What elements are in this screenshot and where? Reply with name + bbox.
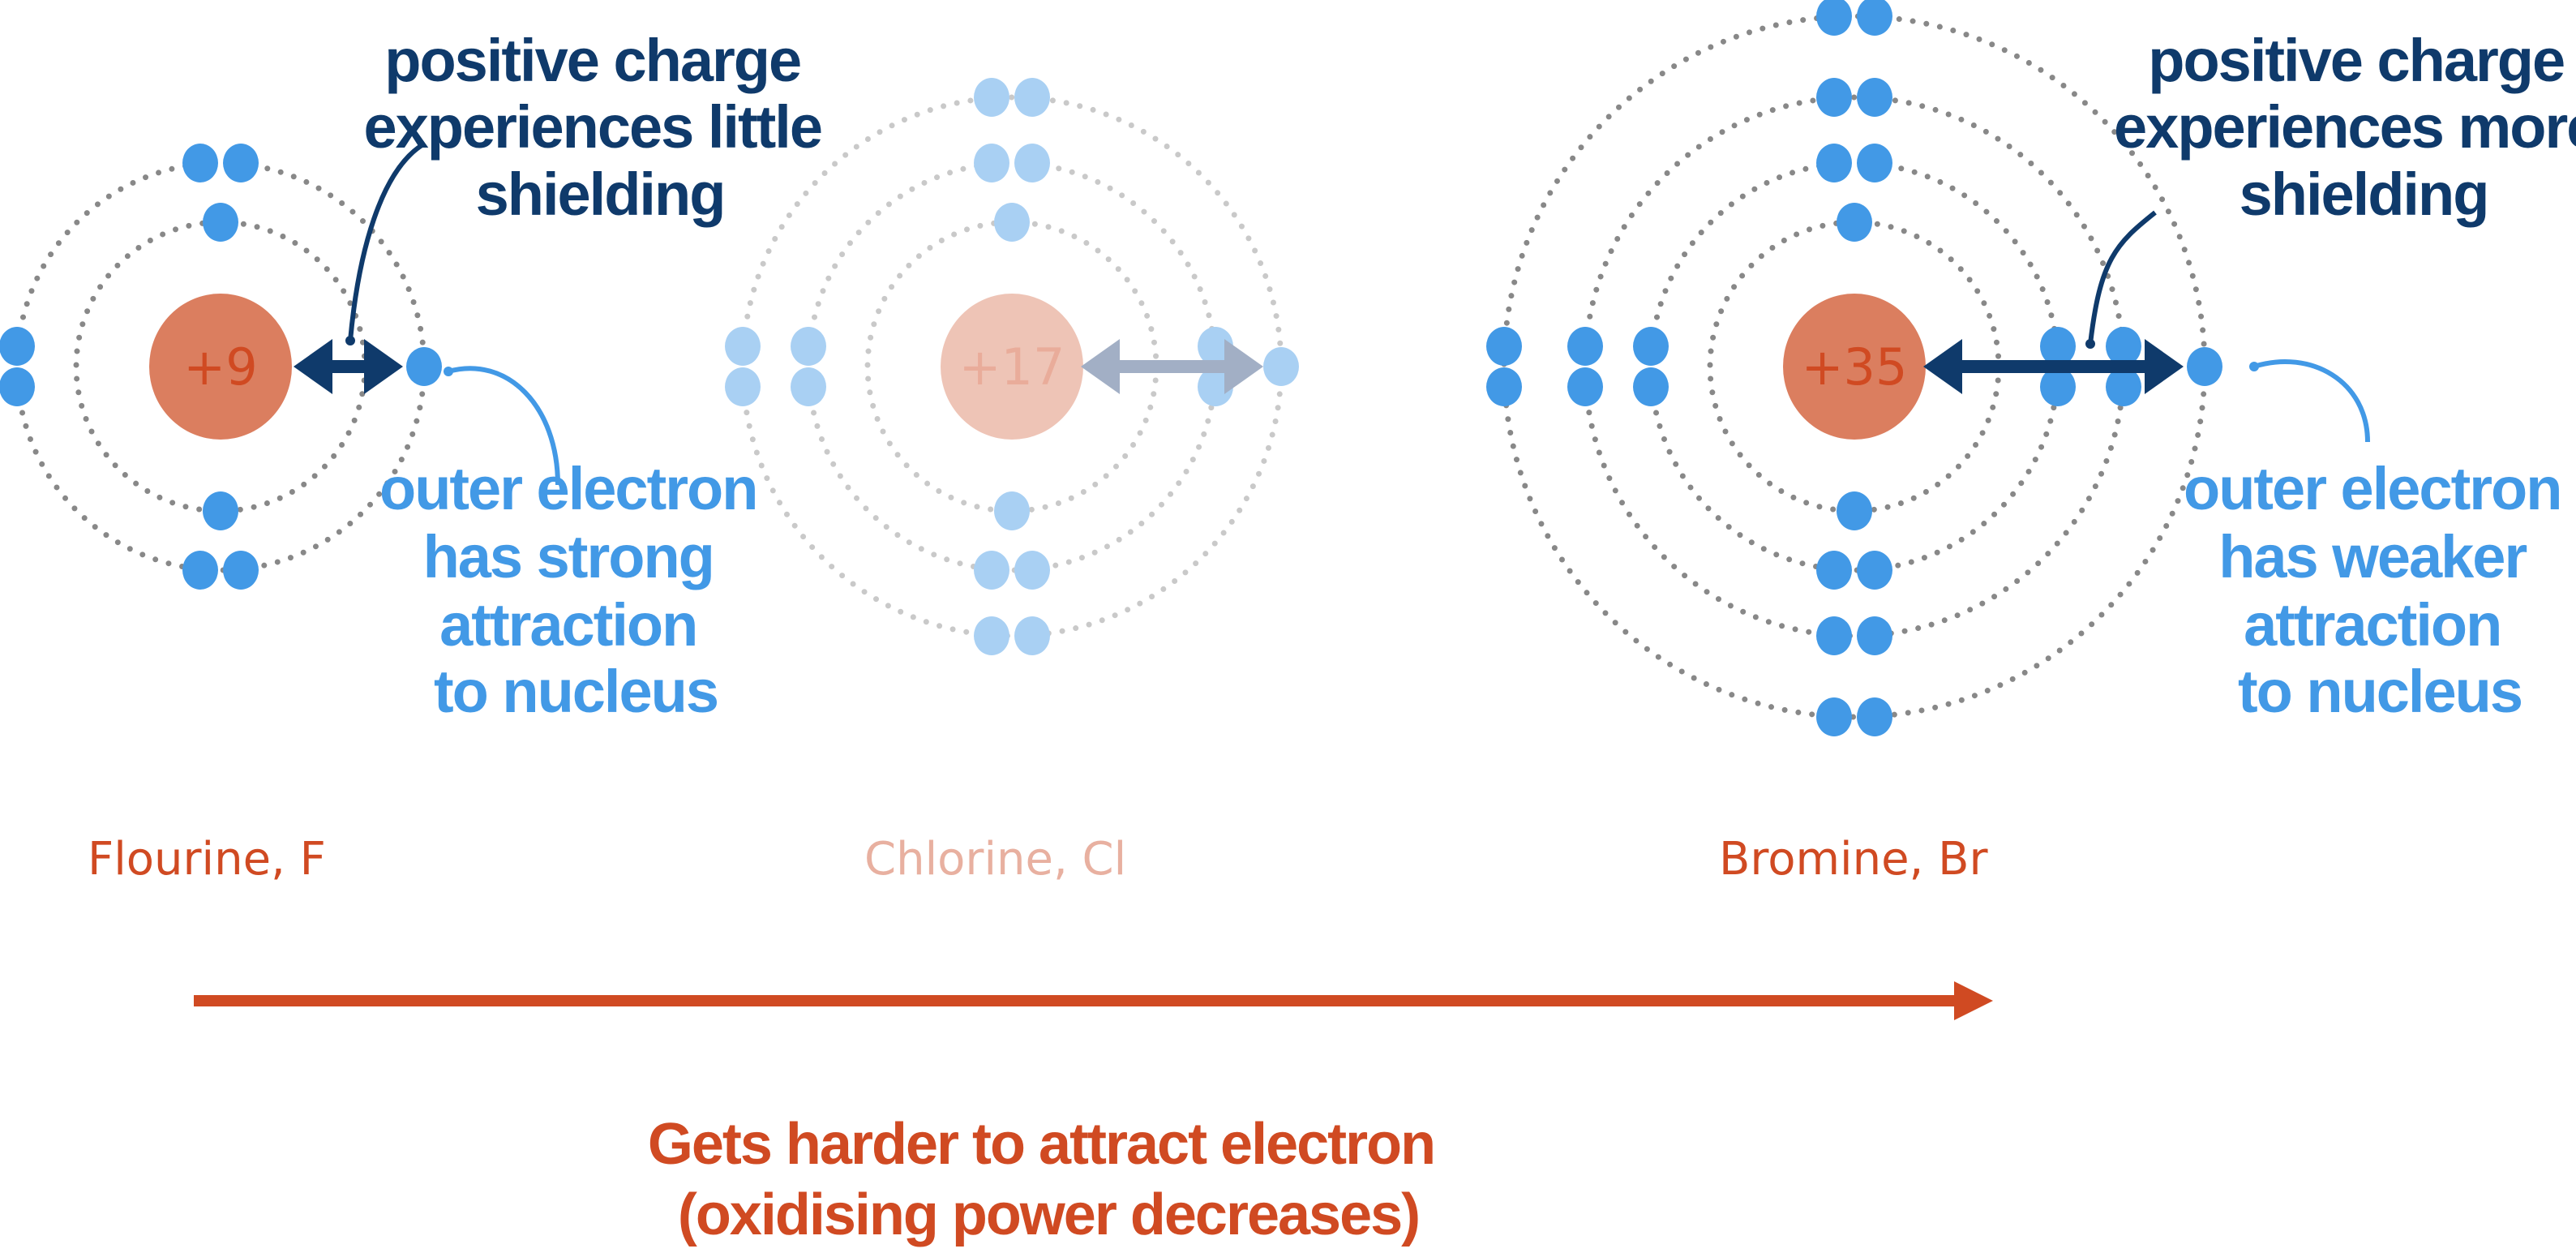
electron: [974, 144, 1009, 182]
electron: [1857, 551, 1892, 590]
electron: [223, 551, 259, 590]
electron: [974, 78, 1009, 117]
electron-shell: [805, 160, 1219, 573]
nucleus: [941, 294, 1083, 440]
electron: [203, 491, 238, 530]
bromine-label: Bromine, Br: [1719, 833, 1989, 886]
electron: [406, 347, 442, 386]
electron: [1486, 367, 1522, 406]
electron: [1567, 327, 1603, 366]
electron: [2106, 327, 2141, 366]
electron: [1816, 78, 1852, 117]
electron: [974, 551, 1009, 590]
electron: [1014, 78, 1050, 117]
electron: [1837, 203, 1872, 242]
electron: [0, 327, 35, 366]
leader-dot: [444, 367, 453, 376]
electron: [994, 203, 1030, 242]
nucleus: [149, 294, 292, 440]
trend-text: Gets harder to attract electron (oxidisi…: [648, 1112, 1449, 1247]
electron: [725, 327, 761, 366]
electron: [1567, 367, 1603, 406]
electron: [2040, 367, 2076, 406]
electron: [1198, 367, 1233, 406]
electron: [182, 144, 218, 182]
electron: [223, 144, 259, 182]
electron: [2187, 347, 2222, 386]
atom-chlorine: +17: [725, 78, 1299, 655]
electron: [1263, 347, 1299, 386]
electron: [1633, 367, 1669, 406]
leader-dot: [2249, 362, 2259, 371]
bromine-shielding-note: positive charge experiences more shieldi…: [2114, 27, 2576, 228]
electron-shell: [864, 219, 1159, 514]
electron: [1014, 144, 1050, 182]
bromine-attraction-leader: [2253, 358, 2370, 443]
electron: [1014, 551, 1050, 590]
electron: [1816, 144, 1852, 182]
electron: [1816, 0, 1852, 36]
leader-dot: [345, 336, 355, 345]
fluorine-shielding-note: positive charge experiences little shiel…: [363, 27, 836, 228]
atom-bromine: +35: [1486, 0, 2222, 736]
electron: [182, 551, 218, 590]
electron: [725, 367, 761, 406]
electron: [1857, 144, 1892, 182]
electron: [1198, 327, 1233, 366]
electron: [791, 327, 826, 366]
trend-arrow-head: [1954, 981, 1993, 1020]
electron: [994, 491, 1030, 530]
electron: [0, 367, 35, 406]
nucleus-charge: +35: [1802, 337, 1908, 397]
electron: [2040, 327, 2076, 366]
fluorine-shielding-leader: [348, 142, 425, 341]
bromine-shielding-leader: [2088, 210, 2157, 345]
attraction-arrow: [294, 339, 403, 394]
electron: [974, 616, 1009, 655]
chlorine-label: Chlorine, Cl: [864, 833, 1126, 886]
electron: [1857, 697, 1892, 736]
electron: [203, 203, 238, 242]
nucleus-charge: +9: [183, 337, 257, 397]
atom-flourine: +9: [0, 144, 442, 590]
electron: [2106, 367, 2141, 406]
electron: [1857, 0, 1892, 36]
electron: [1837, 491, 1872, 530]
attraction-arrow: [1923, 339, 2184, 394]
electron: [1633, 327, 1669, 366]
nucleus: [1783, 294, 1926, 440]
fluorine-attraction-leader: [448, 366, 560, 486]
electron-shell: [739, 94, 1284, 639]
electron: [791, 367, 826, 406]
nucleus-charge: +17: [959, 337, 1065, 397]
leader-dot: [2085, 339, 2095, 349]
electron: [1816, 551, 1852, 590]
bromine-attraction-note: outer electron has weaker attraction to …: [2184, 455, 2576, 725]
electron: [1816, 697, 1852, 736]
fluorine-attraction-note: outer electron has strong attraction to …: [379, 455, 772, 725]
electron: [1816, 616, 1852, 655]
electron: [1857, 78, 1892, 117]
electron: [1857, 616, 1892, 655]
attraction-arrow: [1081, 339, 1263, 394]
fluorine-label: Flourine, F: [88, 833, 326, 886]
electron: [1486, 327, 1522, 366]
electron: [1014, 616, 1050, 655]
